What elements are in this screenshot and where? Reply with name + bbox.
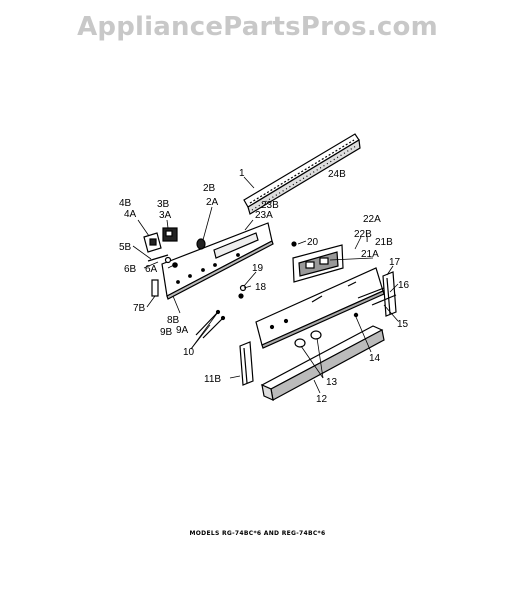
callout-4A: 4A [124,209,137,220]
callout-14: 14 [369,353,381,364]
part-knob-inserts [294,330,322,348]
callout-24B: 24B [328,169,346,180]
watermark-text: AppliancePartsPros.com [77,12,438,42]
callout-17: 17 [389,257,401,268]
part-screw-14 [353,312,359,318]
callout-9A: 9A [176,325,189,336]
part-knob [196,238,206,250]
callout-21A: 21A [361,249,379,260]
callout-5B: 5B [119,242,132,253]
callout-2A: 2A [206,197,219,208]
callout-22B: 22B [354,229,372,240]
part-right-end-cap [357,271,397,317]
callout-21B: 21B [375,237,393,248]
callout-8B: 8B [167,315,180,326]
model-caption: MODELS RG-74BC*6 AND REG-74BC*6 [189,530,326,537]
callout-23B: 23B [261,200,279,211]
callout-labels: 1 24B 23B 23A 2B 2A 3B 3A 4B 4A 5B 6B 6A… [119,168,410,405]
callout-15: 15 [397,319,409,330]
callout-1: 1 [239,168,245,179]
part-fasteners [147,254,178,268]
callout-4B: 4B [119,198,132,209]
callout-22A: 22A [363,214,381,225]
callout-6B: 6B [124,264,137,275]
part-small-hardware [238,241,297,299]
part-main-control-panel [255,267,385,349]
callout-3B: 3B [157,199,170,210]
callout-11B: 11B [204,374,221,385]
part-top-trim-rail [243,133,361,215]
callout-18: 18 [255,282,267,293]
part-screws [195,309,226,339]
part-switch-block [162,227,178,242]
callout-23A: 23A [255,210,273,221]
callout-tick: i [366,234,368,245]
callout-20: 20 [307,237,319,248]
part-bottom-extrusion [260,325,385,402]
part-end-bracket-left [151,279,159,297]
callout-7B: 7B [133,303,146,314]
part-bracket [143,232,162,253]
part-clock-panel [292,244,344,283]
callout-3A: 3A [159,210,172,221]
callout-6A: 6A [145,264,158,275]
callout-2B: 2B [203,183,216,194]
callout-16: 16 [398,280,410,291]
callout-10: 10 [183,347,195,358]
callout-12: 12 [316,394,328,405]
leader-lines [132,176,399,394]
callout-19: 19 [252,263,264,274]
callout-9B: 9B [160,327,173,338]
part-left-end-cap [239,341,254,386]
callout-13: 13 [326,377,338,388]
part-left-control-panel [161,222,274,300]
